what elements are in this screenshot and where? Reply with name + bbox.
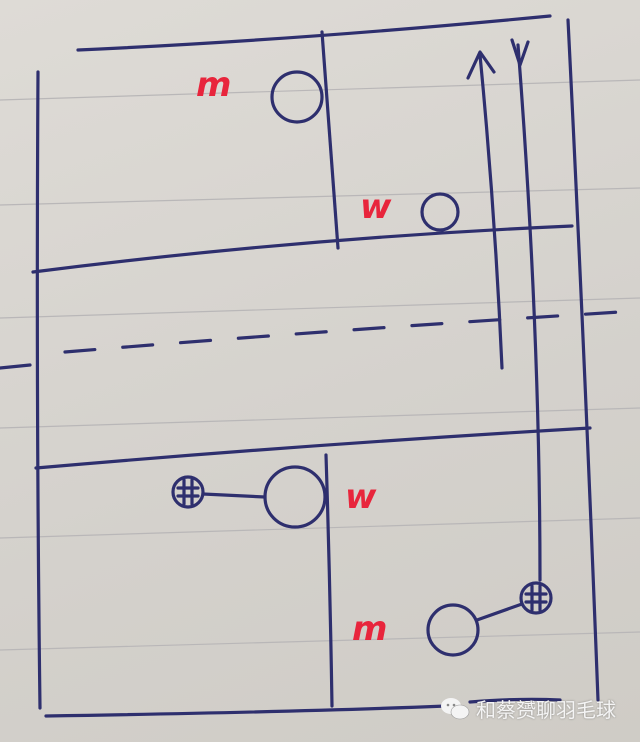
label-top-man: m <box>196 65 231 105</box>
bottom-service-line <box>34 426 592 470</box>
shuttle-1 <box>171 475 205 509</box>
left-tick <box>0 363 32 370</box>
top-woman-player <box>420 192 460 232</box>
bottom-center-line <box>324 453 334 708</box>
label-top-woman: w <box>360 187 392 227</box>
bottom-man-player <box>426 603 480 657</box>
watermark: 和蔡赟聊羽毛球 <box>440 694 616 723</box>
players <box>171 70 553 657</box>
top-center-line <box>320 30 340 250</box>
shuttle-2 <box>519 581 553 615</box>
wechat-icon <box>441 697 470 719</box>
bottom-woman-player <box>263 465 327 529</box>
top-back-line <box>76 14 552 52</box>
top-service-line <box>31 224 574 274</box>
label-bottom-man: m <box>352 609 387 649</box>
top-man-player <box>270 70 324 124</box>
left-sideline <box>35 70 42 710</box>
court-lines <box>0 14 622 718</box>
movement-arrows <box>466 38 542 582</box>
shot-path <box>516 43 542 582</box>
watermark-text: 和蔡赟聊羽毛球 <box>476 698 616 722</box>
right-sideline <box>566 18 600 702</box>
bottom-back-line <box>44 697 562 718</box>
label-bottom-woman: w <box>345 477 377 517</box>
net-dashed <box>63 310 622 354</box>
ruled-lines <box>0 79 640 651</box>
arrow-1 <box>466 50 504 370</box>
